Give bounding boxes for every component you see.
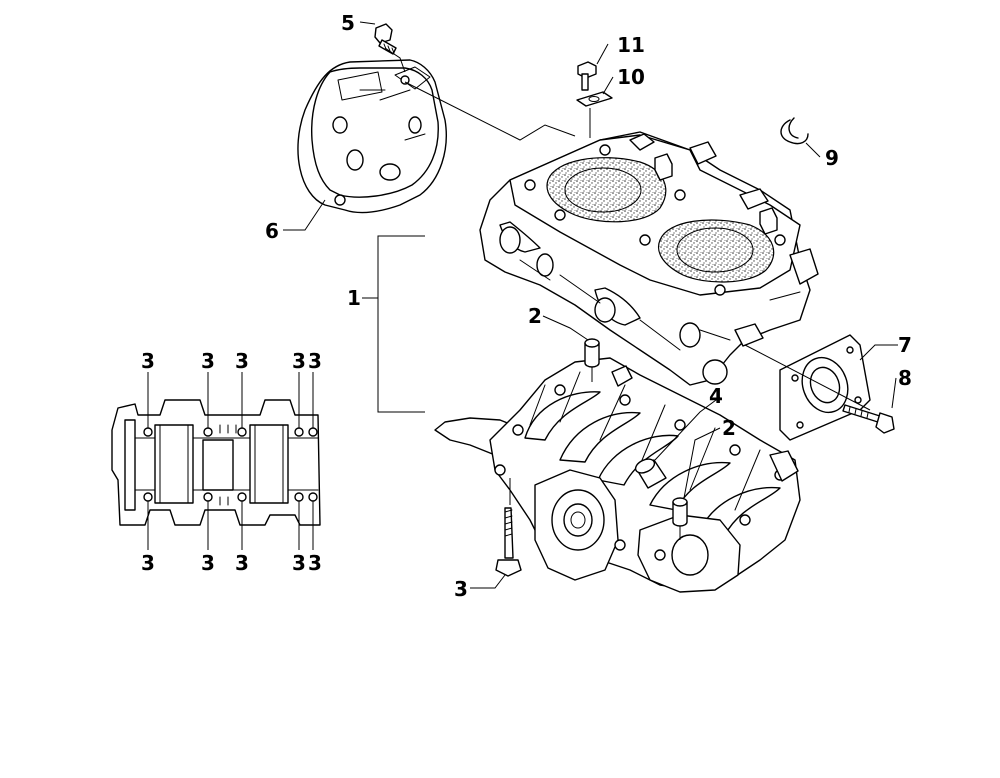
cover-part-6 [297, 59, 447, 214]
bolt-part-3 [495, 507, 522, 577]
dowel-part-2-upper [584, 338, 600, 368]
bushing-part-4 [634, 458, 667, 489]
crankcase-lower-half [434, 357, 801, 593]
callout-9: 9 [825, 146, 839, 170]
flange-part-7 [779, 334, 871, 441]
leader-lines [147, 21, 898, 589]
crankcase-bottom-view-inset [111, 399, 321, 526]
callout-1: 1 [347, 286, 361, 310]
callout-7: 7 [898, 333, 912, 357]
snap-ring-part-9 [780, 117, 809, 145]
bolt-part-8 [842, 404, 895, 434]
callout-3-inset-bottom-2: 3 [201, 551, 215, 575]
callout-3-inset-bottom-5: 3 [308, 551, 322, 575]
callout-3-inset-top-4: 3 [292, 349, 306, 373]
callout-3-inset-bottom-1: 3 [141, 551, 155, 575]
callout-2-lower: 2 [722, 416, 736, 440]
callout-3-inset-top-2: 3 [201, 349, 215, 373]
callout-labels: 1 2 2 3 4 5 6 7 8 9 10 11 3 3 3 3 3 3 3 … [141, 11, 912, 601]
callout-4: 4 [709, 384, 723, 408]
crankcase-upper-half [479, 131, 819, 386]
dowel-part-2-lower [672, 497, 688, 527]
callout-6: 6 [265, 219, 279, 243]
callout-3-inset-top-1: 3 [141, 349, 155, 373]
screw-part-5 [374, 23, 397, 55]
callout-11: 11 [617, 33, 645, 57]
callout-3-inset-bottom-4: 3 [292, 551, 306, 575]
bolt-part-11 [577, 61, 597, 91]
callout-3-inset-top-5: 3 [308, 349, 322, 373]
callout-10: 10 [617, 65, 645, 89]
callout-2-upper: 2 [528, 304, 542, 328]
callout-5: 5 [341, 11, 355, 35]
callout-3-inset-top-3: 3 [235, 349, 249, 373]
callout-8: 8 [898, 366, 912, 390]
washer-part-10 [576, 91, 613, 107]
callout-3-inset-bottom-3: 3 [235, 551, 249, 575]
callout-3-bolt: 3 [454, 577, 468, 601]
